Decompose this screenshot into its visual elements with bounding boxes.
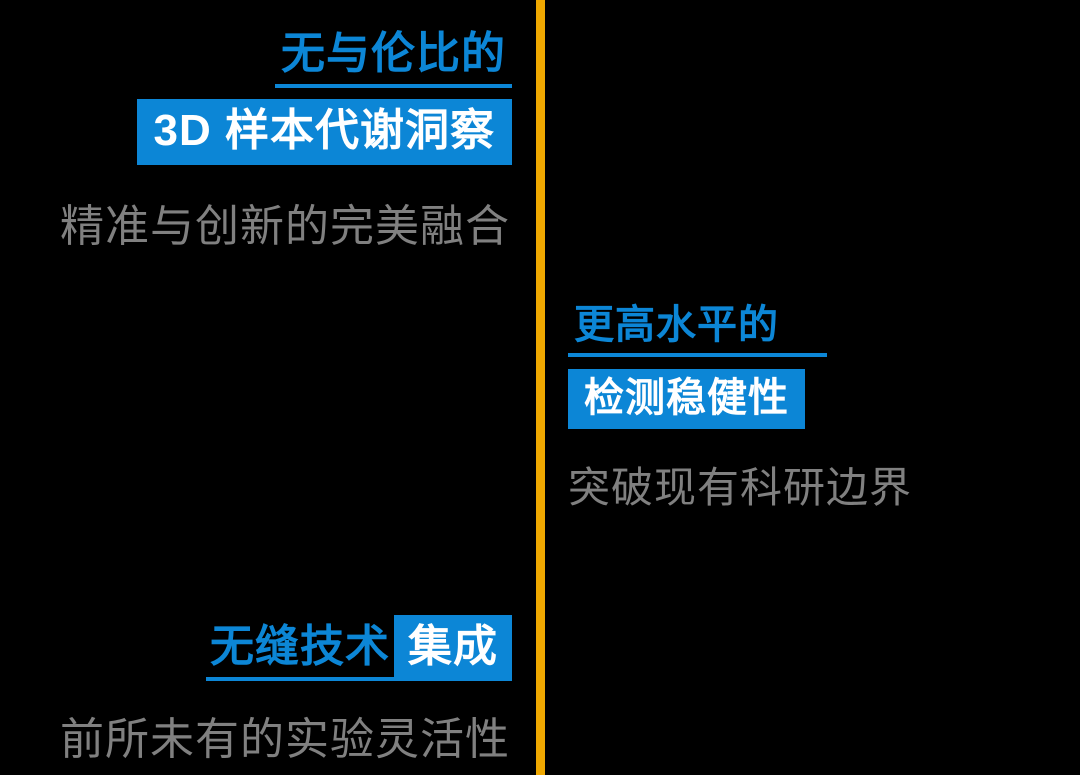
feature-eyebrow: 无与伦比的: [275, 32, 512, 88]
feature-highlight-badge: 集成: [394, 615, 512, 681]
vertical-divider: [536, 0, 545, 775]
feature-caption: 突破现有科研边界: [568, 464, 913, 511]
feature-highlight-badge: 检测稳健性: [568, 369, 805, 429]
feature-eyebrow: 无缝技术: [206, 625, 394, 681]
feature-headline-row: 无缝技术 集成: [206, 615, 512, 681]
feature-caption: 前所未有的实验灵活性: [60, 715, 510, 764]
feature-block-seamless-integration: 无缝技术 集成 前所未有的实验灵活性: [60, 615, 512, 762]
feature-block-unparalleled: 无与伦比的 3D 样本代谢洞察 精准与创新的完美融合: [60, 32, 512, 249]
feature-highlight-badge: 3D 样本代谢洞察: [136, 99, 512, 165]
feature-block-higher-level: 更高水平的 检测稳健性 突破现有科研边界: [568, 305, 940, 509]
feature-caption: 精准与创新的完美融合: [60, 202, 510, 251]
feature-eyebrow: 更高水平的: [568, 305, 827, 357]
